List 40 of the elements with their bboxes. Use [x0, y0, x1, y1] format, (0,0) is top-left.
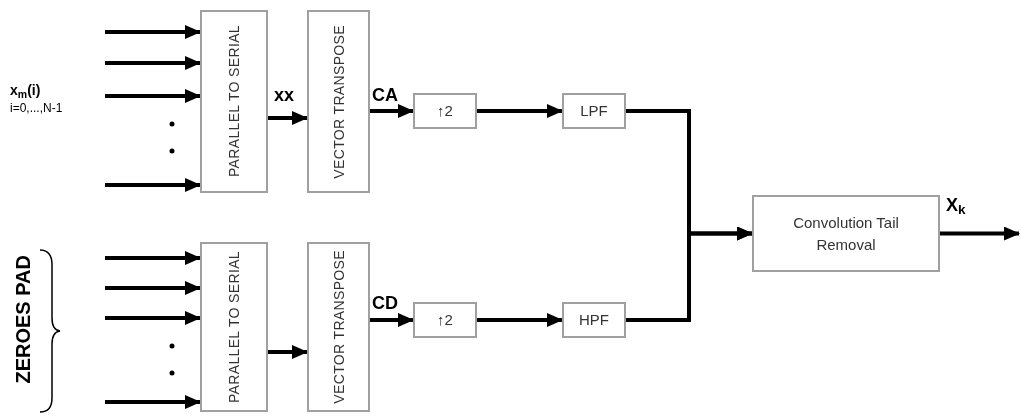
- signal-label: x$_{m}$(i): [10, 81, 41, 101]
- process-box: [752, 195, 940, 272]
- box-label: LPF: [579, 101, 609, 121]
- process-box: [307, 242, 370, 412]
- process-box: [307, 10, 370, 193]
- box-label: HPF: [578, 310, 610, 330]
- process-box: [562, 302, 626, 338]
- arrow: [477, 104, 563, 118]
- signal-label: i=0,...,N-1: [10, 100, 63, 117]
- arrow: [105, 56, 201, 70]
- box-label: VECTOR TRANSPOSE: [329, 24, 348, 179]
- box-label: VECTOR TRANSPOSE: [329, 250, 348, 404]
- box-label: Convolution Tail Removal: [792, 212, 900, 255]
- box-label: PARALLEL TO SERIAL: [225, 25, 243, 178]
- arrow: [477, 313, 563, 327]
- process-box: [562, 93, 626, 129]
- arrow: [105, 311, 201, 325]
- box-label: PARALLEL TO SERIAL: [225, 250, 243, 404]
- arrow: [268, 111, 308, 125]
- edge-label: X$_{k}$: [946, 196, 966, 214]
- process-box: [413, 302, 477, 338]
- box-label: ↑2: [436, 101, 454, 121]
- process-box: [413, 93, 477, 129]
- arrow: [626, 226, 753, 322]
- process-box: [200, 242, 268, 412]
- arrow: [370, 313, 414, 327]
- arrow: [105, 251, 201, 265]
- signal-label: ZEROES PAD: [11, 255, 35, 384]
- arrow: [105, 178, 201, 192]
- process-box: [200, 10, 268, 193]
- edge-label: CA: [372, 86, 398, 104]
- arrow: [940, 226, 1020, 241]
- arrow: [105, 281, 201, 295]
- arrow: [268, 345, 308, 359]
- box-label: ↑2: [436, 310, 454, 330]
- arrow: [105, 89, 201, 103]
- edge-label: CD: [372, 294, 398, 312]
- arrow: [370, 104, 414, 118]
- arrow: [105, 25, 201, 39]
- arrow: [105, 395, 201, 409]
